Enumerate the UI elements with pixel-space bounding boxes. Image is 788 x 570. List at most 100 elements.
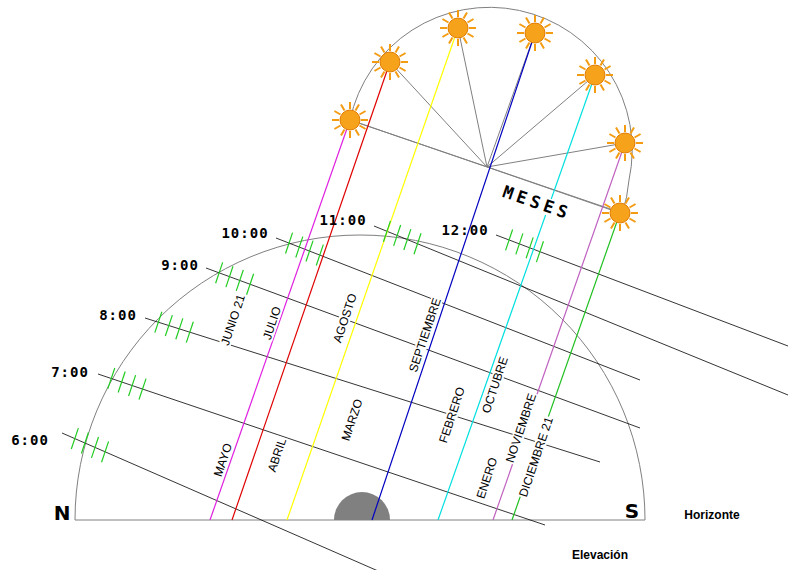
- sun-ray: [341, 130, 345, 136]
- hour-line: [98, 374, 545, 525]
- month-label: AGOSTO: [331, 291, 359, 345]
- hour-tick: [526, 237, 533, 258]
- sun-ray: [400, 68, 406, 72]
- hour-tick: [108, 368, 115, 389]
- month-label: MARZO: [339, 397, 365, 444]
- sun-ray: [630, 204, 636, 208]
- sun-ray: [626, 223, 630, 229]
- sun-ray: [519, 39, 525, 43]
- sun-ray: [631, 212, 638, 214]
- sun-ray: [626, 197, 630, 203]
- sun-ray: [469, 27, 476, 29]
- sun-ray: [396, 72, 400, 78]
- sun-icon: [332, 102, 368, 138]
- sun-ray: [334, 126, 340, 130]
- observer-dome: [334, 492, 390, 520]
- sun-ray: [341, 104, 345, 110]
- sun-ray: [545, 24, 551, 28]
- sun-ray: [546, 32, 553, 34]
- hour-label: 11:00: [319, 213, 366, 227]
- sun-ray: [605, 81, 611, 85]
- hour-tick: [506, 230, 513, 251]
- hour-label: 9:00: [161, 258, 199, 272]
- sun-icon: [577, 57, 613, 93]
- sun-disc: [448, 18, 468, 38]
- sun-icon: [517, 15, 553, 51]
- hour-tick: [155, 312, 162, 333]
- hour-line: [145, 318, 600, 462]
- sun-ray: [579, 81, 585, 85]
- month-label: JUNIO 21: [219, 292, 248, 348]
- sun-icon: [372, 44, 408, 80]
- sun-icon: [602, 195, 638, 231]
- hour-line: [276, 238, 640, 380]
- sun-ray: [604, 204, 610, 208]
- hour-label: 12:00: [441, 223, 488, 237]
- month-line: [210, 120, 350, 520]
- sun-ray: [541, 43, 545, 49]
- sun-ray: [635, 149, 641, 153]
- month-label: ABRIL: [265, 436, 288, 475]
- sun-ray: [449, 38, 453, 44]
- hour-tick: [102, 441, 109, 462]
- sun-ray: [526, 17, 530, 23]
- sun-ray: [334, 111, 340, 115]
- months-arc: [350, 7, 632, 214]
- sun-ray: [360, 126, 366, 130]
- sun-disc: [380, 52, 400, 72]
- month-label: ENERO: [474, 455, 500, 501]
- sun-ray: [442, 19, 448, 23]
- sun-ray: [609, 149, 615, 153]
- sun-disc: [615, 133, 635, 153]
- sun-ray: [601, 59, 605, 65]
- hour-tick: [414, 233, 421, 254]
- sun-ray: [519, 24, 525, 28]
- sun-ray: [457, 10, 459, 17]
- sun-ray: [605, 66, 611, 70]
- sun-ray: [534, 15, 536, 22]
- sun-ray: [607, 142, 614, 144]
- sun-ray: [624, 125, 626, 132]
- month-label: OCTUBRE: [480, 354, 511, 415]
- sun-ray: [601, 85, 605, 91]
- sun-ray: [577, 74, 584, 76]
- sun-ray: [360, 111, 366, 115]
- sun-spoke: [487, 143, 625, 167]
- sun-ray: [389, 73, 391, 80]
- hour-tick: [286, 233, 293, 254]
- sun-ray: [616, 153, 620, 159]
- hour-tick: [165, 315, 172, 336]
- hour-tick: [247, 274, 254, 295]
- sun-ray: [526, 43, 530, 49]
- cardinal-label: N: [54, 503, 71, 523]
- hour-tick: [186, 322, 193, 343]
- sun-ray: [381, 46, 385, 52]
- sun-ray: [579, 66, 585, 70]
- sun-disc: [340, 110, 360, 130]
- months-axis: [350, 120, 625, 214]
- month-line: [493, 143, 625, 520]
- months-title: MESES: [499, 183, 576, 224]
- sun-ray: [400, 53, 406, 57]
- sun-disc: [585, 65, 605, 85]
- hour-label: 8:00: [99, 308, 137, 322]
- hour-tick: [404, 229, 411, 250]
- elevation-label: Elevación: [572, 549, 628, 561]
- sun-icon: [607, 125, 643, 161]
- sun-ray: [604, 219, 610, 223]
- sun-spoke: [350, 120, 487, 167]
- hour-tick: [118, 372, 125, 393]
- sun-ray: [349, 131, 351, 138]
- sun-ray: [457, 39, 459, 46]
- hour-line: [62, 433, 440, 570]
- hour-tick: [216, 262, 223, 283]
- sun-ray: [372, 61, 379, 63]
- sun-ray: [545, 39, 551, 43]
- sun-ray: [635, 134, 641, 138]
- sun-disc: [525, 23, 545, 43]
- sun-ray: [636, 142, 643, 144]
- hour-line: [206, 268, 640, 428]
- sun-ray: [609, 134, 615, 138]
- sun-ray: [374, 68, 380, 72]
- sun-ray: [611, 197, 615, 203]
